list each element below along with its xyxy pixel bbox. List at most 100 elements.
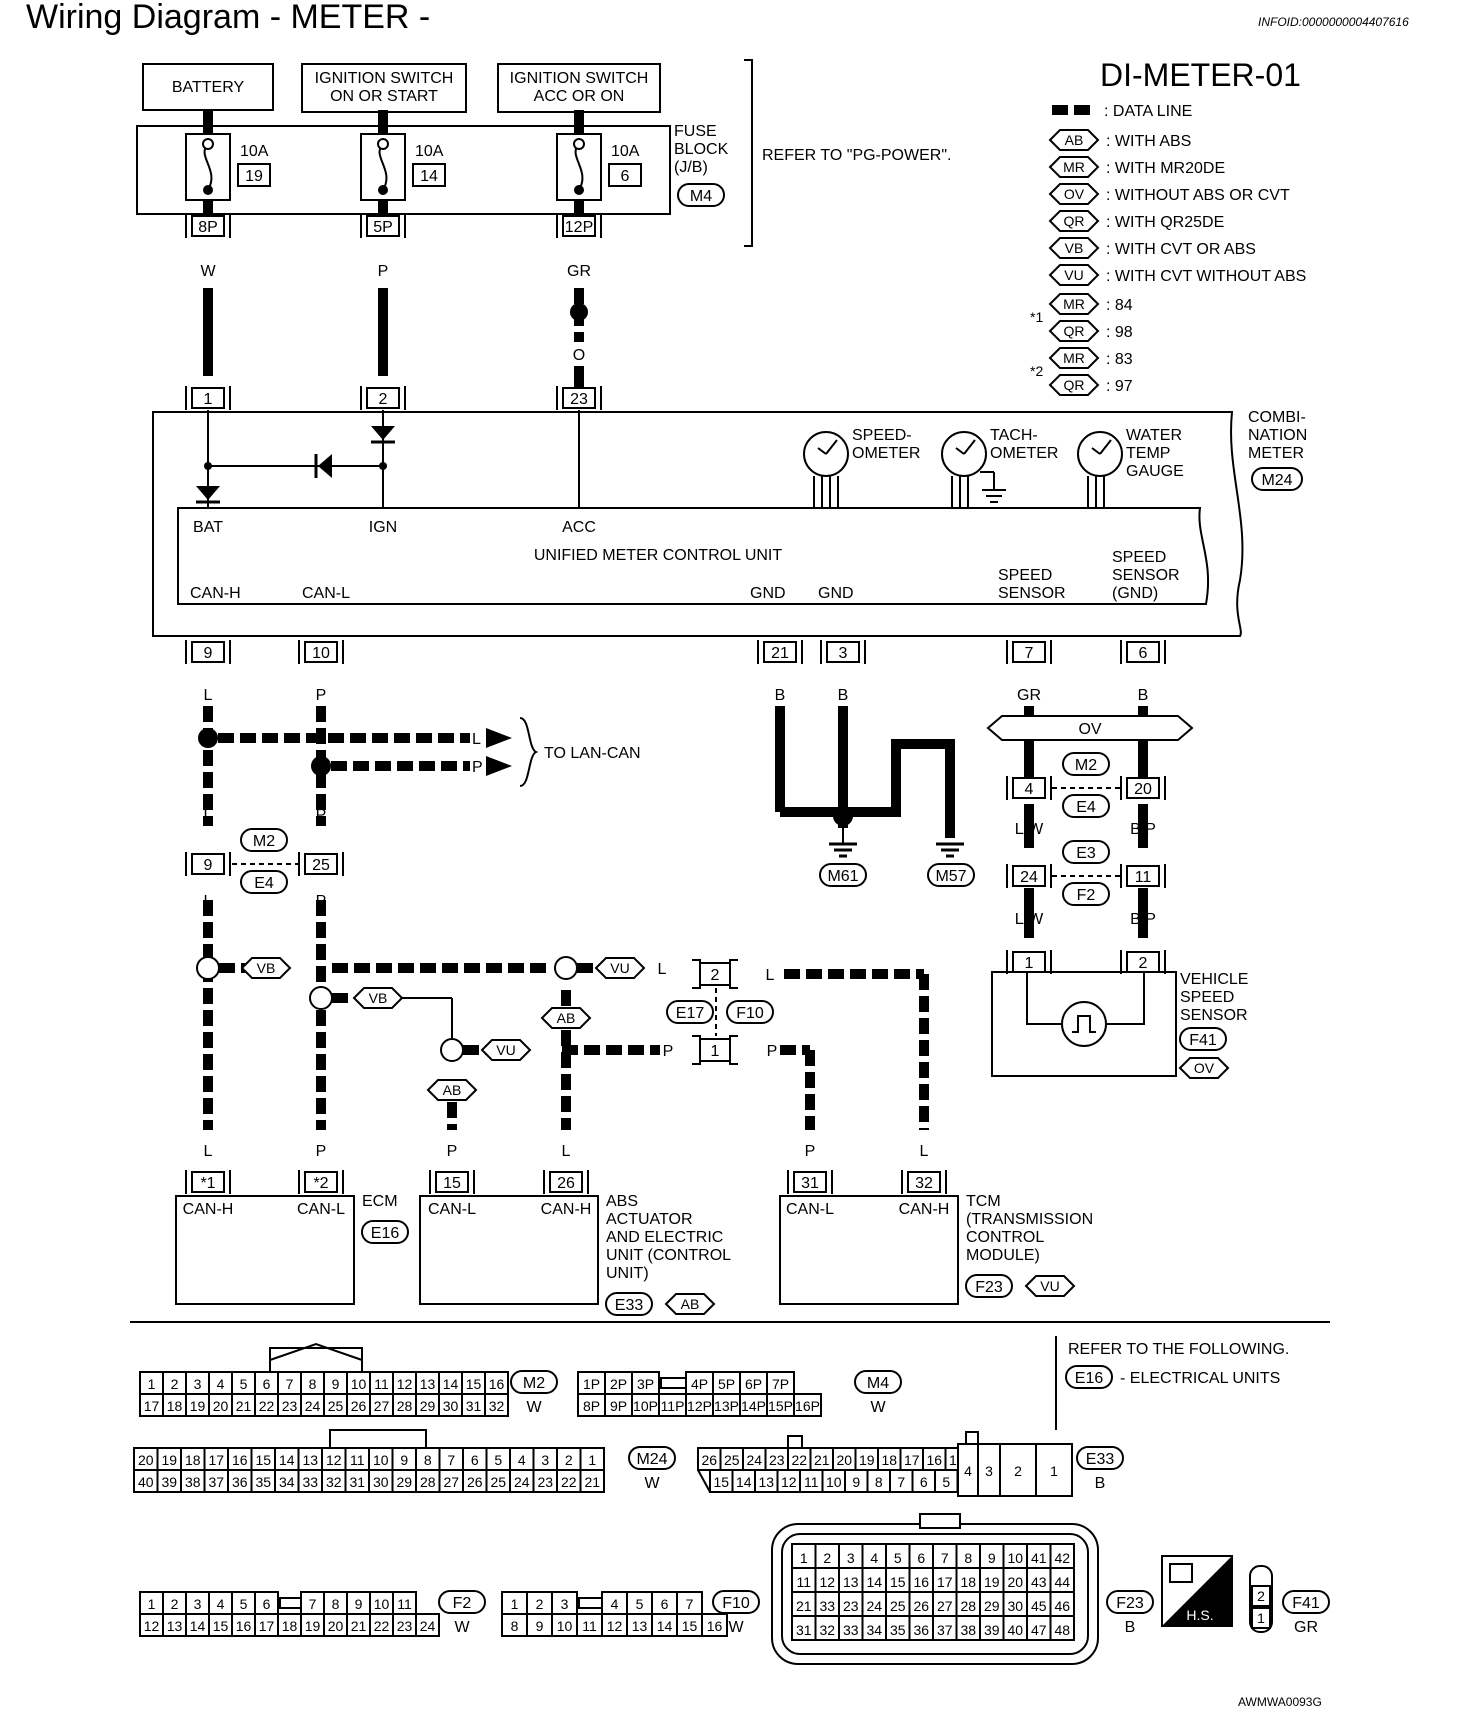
gauge-label-1-0: TACH-: [990, 427, 1038, 444]
f2-r2-22: 22: [374, 1618, 390, 1634]
electrical-units: - ELECTRICAL UNITS: [1120, 1370, 1280, 1387]
tcm-name-3: MODULE): [966, 1247, 1040, 1264]
f2-r1-2: 2: [171, 1596, 179, 1612]
f2-r2-14: 14: [190, 1618, 206, 1634]
meter-bottom-pin-10-label: 10: [312, 645, 330, 662]
m24-r2-31: 31: [349, 1474, 365, 1490]
spd-joint-pin-11: 11: [1120, 864, 1166, 888]
legend-star2-tag-mr-label: MR: [1063, 350, 1085, 366]
gauge-speed: SPEED-OMETER: [803, 427, 920, 508]
f10-r2-15: 15: [682, 1618, 698, 1634]
vss-ov-tag: OV: [1178, 1057, 1230, 1079]
e33-r2-5: 5: [942, 1474, 950, 1490]
legend-text-ab: : WITH ABS: [1106, 133, 1191, 150]
f10-view-color: W: [728, 1619, 744, 1636]
conn-f10: F10: [726, 1000, 774, 1024]
gauge-label-2-2: GAUGE: [1126, 463, 1184, 480]
branch-tag-vb-2-label: VB: [369, 990, 388, 1006]
m4-r1-7P: 7P: [772, 1376, 789, 1392]
e33-view-tag: E33: [1076, 1446, 1124, 1470]
joint-pin-9: 9: [185, 852, 231, 876]
conn-e4-spd-label: E4: [1076, 799, 1096, 816]
m24-r1-11: 11: [350, 1452, 365, 1468]
f23-r1-17: 17: [937, 1574, 953, 1590]
ground-lines: [775, 706, 964, 858]
f23-r2-30: 30: [1007, 1598, 1023, 1614]
unit-name: UNIFIED METER CONTROL UNIT: [534, 547, 783, 564]
m24-r1-6: 6: [471, 1452, 479, 1468]
m24-r1-9: 9: [400, 1452, 408, 1468]
e33-r2-8: 8: [875, 1474, 883, 1490]
e33-r1-18: 18: [881, 1452, 897, 1468]
m2-r1-7: 7: [286, 1376, 294, 1392]
f10-view-tag: F10: [712, 1590, 760, 1614]
connector-view-lock-marks: [269, 1342, 979, 1448]
ecm-pin-1: *2: [298, 1170, 344, 1194]
m2-r2-17: 17: [144, 1398, 160, 1414]
gauge-tach: TACH-OMETER: [941, 427, 1058, 508]
m24-r1-2: 2: [565, 1452, 573, 1468]
m2-r2-22: 22: [259, 1398, 275, 1414]
m24-r1-8: 8: [424, 1452, 432, 1468]
f23-r2-21: 21: [796, 1598, 812, 1614]
meter-internal-wires: [196, 410, 580, 508]
m24-r2-25: 25: [490, 1474, 506, 1490]
m2-view-color: W: [526, 1399, 542, 1416]
m24-r2-26: 26: [467, 1474, 483, 1490]
meter-bottom-pin-3: 3: [820, 640, 866, 664]
refer-following: REFER TO THE FOLLOWING.: [1068, 1341, 1289, 1358]
m2-r1-15: 15: [466, 1376, 482, 1392]
f2-r1-10: 10: [374, 1596, 390, 1612]
f23-r2-33: 33: [819, 1598, 835, 1614]
e33-big-3: 3: [985, 1463, 993, 1479]
spd-joint-pin-20-label: 20: [1134, 781, 1152, 798]
e33-r1-22: 22: [791, 1452, 807, 1468]
f10-r1-1: 1: [511, 1596, 519, 1612]
e33-view-color: B: [1095, 1475, 1106, 1492]
fuse-terminal-5p: 5P: [360, 214, 406, 238]
abs-pin-0: 15: [429, 1170, 475, 1194]
info-id: INFOID:0000000004407616: [1258, 15, 1409, 29]
f2-r2-13: 13: [167, 1618, 183, 1634]
e33-r1-20: 20: [836, 1452, 852, 1468]
f23-r3-35: 35: [890, 1622, 906, 1638]
m24-r2-40: 40: [138, 1474, 154, 1490]
ign-on-start-label-2: ON OR START: [330, 88, 438, 105]
abs-name-0: ABS: [606, 1193, 638, 1210]
legend-tag-mr-label: MR: [1063, 159, 1085, 175]
abs-name-2: AND ELECTRIC: [606, 1229, 723, 1246]
branch-tag-ab-2-label: AB: [557, 1010, 576, 1026]
f23-r1-14: 14: [866, 1574, 882, 1590]
abs-pin-1-label: 26: [557, 1175, 575, 1192]
meter-label-acc: ACC: [562, 519, 596, 536]
f23-r0-3: 3: [847, 1550, 855, 1566]
branch-wire-p-2: P: [767, 1043, 778, 1060]
svg-text:M24: M24: [1261, 472, 1292, 489]
wire-color-5: B: [1138, 687, 1149, 704]
abs-wire-0: P: [447, 1143, 458, 1160]
f23-r3-48: 48: [1054, 1622, 1070, 1638]
m24-r2-39: 39: [161, 1474, 177, 1490]
gauge-label-0-1: OMETER: [852, 445, 920, 462]
legend-text-ov: : WITHOUT ABS OR CVT: [1106, 187, 1290, 204]
f23-r2-24: 24: [866, 1598, 882, 1614]
f23-r3-31: 31: [796, 1622, 812, 1638]
f23-r2-45: 45: [1031, 1598, 1047, 1614]
m24-r2-30: 30: [373, 1474, 389, 1490]
branch-tag-vu-2-label: VU: [496, 1042, 515, 1058]
f2-view-tag-label: F2: [453, 1595, 472, 1612]
spd-joint-pin-4-label: 4: [1025, 781, 1034, 798]
m24-r1-7: 7: [447, 1452, 455, 1468]
svg-text:OV: OV: [1194, 1060, 1215, 1076]
page-title: Wiring Diagram - METER -: [26, 0, 430, 36]
m4-r1-1P: 1P: [583, 1376, 600, 1392]
m24-r2-34: 34: [279, 1474, 295, 1490]
m2-r2-26: 26: [351, 1398, 367, 1414]
ecm-pin-1-label: *2: [313, 1175, 328, 1192]
f41-pin-1: 1: [1257, 1610, 1265, 1626]
m4-r2-8P: 8P: [583, 1398, 600, 1414]
f2-r2-12: 12: [144, 1618, 160, 1634]
m2-r2-19: 19: [190, 1398, 206, 1414]
legend-tag-mr: MR: [1048, 156, 1100, 178]
